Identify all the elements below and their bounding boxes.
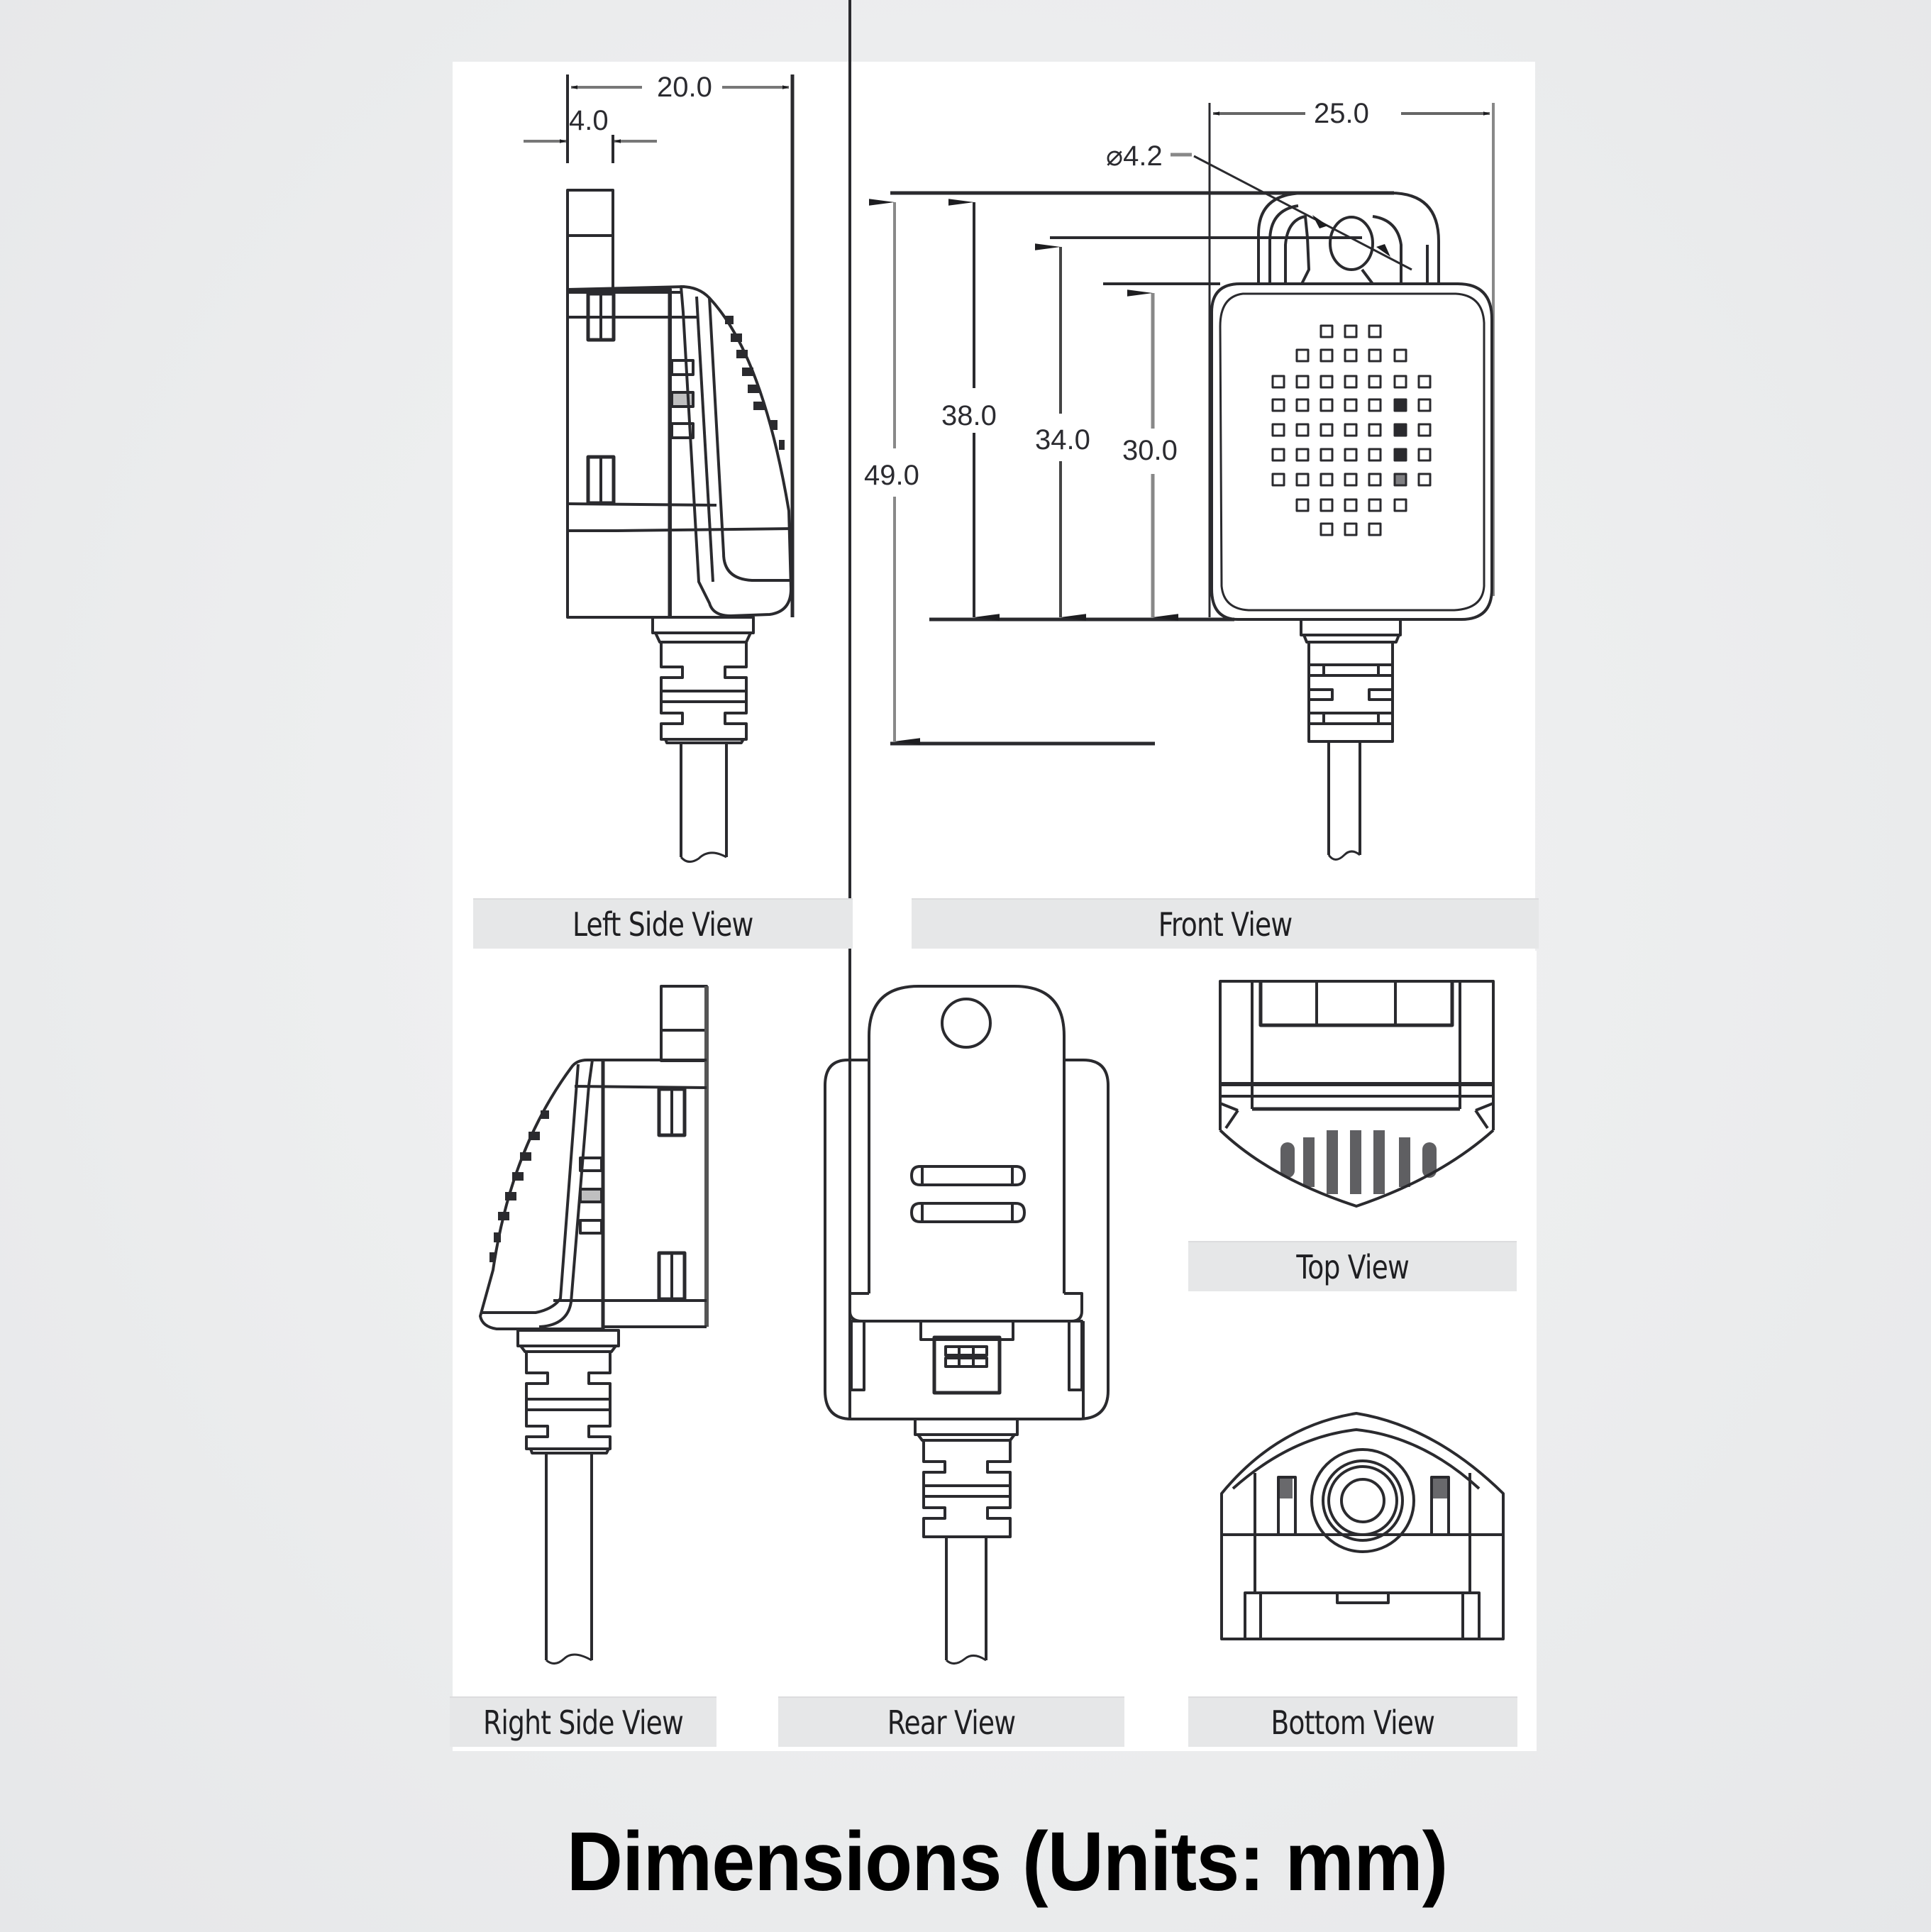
front-vent-grid [1271, 324, 1432, 536]
label-rear-view: Rear View [778, 1696, 1124, 1747]
rear-view-drawing [824, 0, 1110, 1665]
dim-total-height: 49.0 [861, 461, 922, 490]
dim-hole-diameter: ⌀4.2 [1103, 142, 1166, 170]
dim-body-height: 30.0 [1119, 436, 1180, 465]
right-side-view-drawing [479, 985, 709, 1665]
dim-height-to-tab-top: 38.0 [939, 402, 1000, 430]
label-left-side-view: Left Side View [473, 898, 853, 949]
dim-height-to-hole-center: 34.0 [1032, 426, 1093, 454]
dim-side-depth: 20.0 [654, 73, 715, 101]
label-top-view: Top View [1188, 1241, 1517, 1291]
dim-tab-thickness: 4.0 [569, 105, 609, 136]
front-view-drawing [869, 103, 1495, 861]
label-right-side-view: Right Side View [450, 1696, 716, 1747]
drawing-panel-top [453, 62, 1535, 957]
page-title: Dimensions (Units: mm) [567, 1815, 1449, 1909]
top-view-drawing [1219, 980, 1495, 1208]
left-side-view-drawing [524, 74, 795, 863]
label-bottom-view: Bottom View [1188, 1696, 1517, 1747]
label-front-view: Front View [912, 898, 1539, 949]
dim-front-width: 25.0 [1311, 99, 1372, 128]
top-vent-columns [1280, 1130, 1437, 1194]
bottom-view-drawing [1220, 1412, 1505, 1640]
